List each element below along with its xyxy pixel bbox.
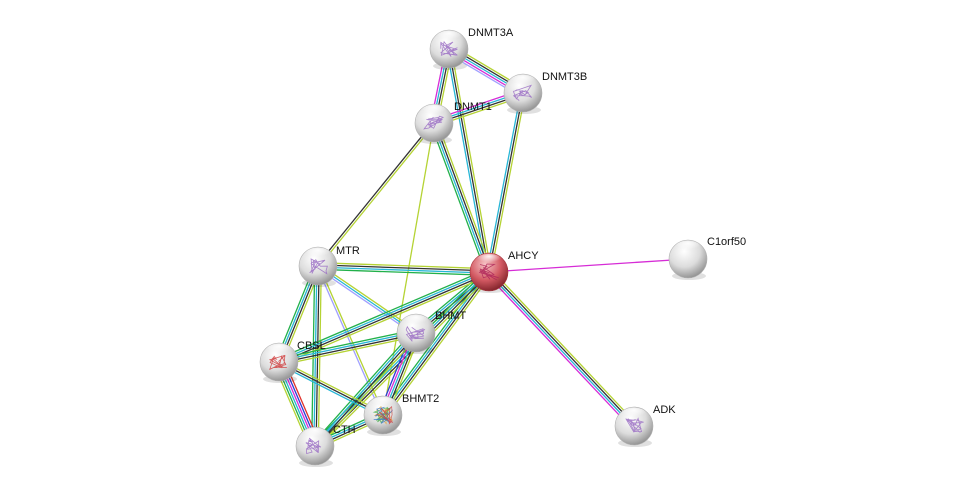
edge-mtr-bhmt[interactable]	[316, 263, 418, 336]
node-label: BHMT	[435, 310, 466, 322]
evidence-line	[488, 258, 689, 273]
node-dnmt3a[interactable]: DNMT3A	[429, 27, 514, 70]
node-highlight	[436, 31, 462, 43]
evidence-line	[486, 273, 633, 429]
node-adk[interactable]: ADK	[614, 404, 676, 447]
node-label: AHCY	[508, 250, 539, 262]
node-dnmt1[interactable]: DNMT1	[414, 101, 492, 144]
node-ahcy[interactable]: AHCY	[469, 250, 539, 293]
evidence-line	[490, 269, 637, 425]
edge-ahcy-adk[interactable]	[486, 269, 637, 429]
evidence-line	[315, 266, 320, 447]
protein-structure-icon	[512, 84, 533, 101]
protein-structure-icon	[309, 258, 328, 275]
node-label: DNMT3B	[542, 71, 587, 83]
protein-structure-icon	[305, 437, 322, 455]
evidence-line	[279, 333, 417, 364]
node-label: DNMT3A	[468, 27, 514, 39]
evidence-line	[488, 92, 524, 273]
evidence-line	[279, 272, 490, 364]
evidence-line	[279, 335, 417, 366]
node-dnmt3b[interactable]: DNMT3B	[503, 71, 587, 114]
evidence-line	[385, 273, 493, 418]
edge-bhmt-cbsl[interactable]	[278, 329, 417, 366]
evidence-line	[446, 49, 488, 273]
evidence-line	[317, 266, 322, 447]
evidence-line	[318, 263, 418, 332]
edge-dnmt1-mtr[interactable]	[316, 121, 436, 268]
protein-structure-icon	[478, 263, 499, 281]
evidence-line	[434, 122, 491, 272]
edges-layer	[273, 44, 689, 450]
protein-structure-icon	[625, 417, 644, 433]
edge-ahcy-c1orf50[interactable]	[488, 258, 689, 273]
evidence-line	[316, 121, 434, 266]
node-c1orf50[interactable]: C1orf50	[668, 236, 746, 280]
evidence-line	[278, 331, 416, 362]
evidence-line	[486, 92, 522, 272]
node-label: DNMT1	[454, 101, 492, 113]
node-highlight	[510, 75, 536, 87]
node-highlight	[403, 315, 429, 327]
evidence-line	[317, 268, 489, 276]
edge-bhmt-cth[interactable]	[312, 330, 419, 449]
node-highlight	[476, 254, 502, 266]
node-highlight	[421, 105, 447, 117]
node-label: ADK	[653, 404, 676, 416]
protein-structure-icon	[405, 325, 426, 342]
node-highlight	[370, 397, 396, 409]
evidence-line	[450, 48, 492, 272]
edge-dnmt1-ahcy[interactable]	[430, 121, 493, 274]
evidence-line	[489, 270, 636, 426]
evidence-line	[278, 270, 489, 362]
evidence-line	[383, 272, 491, 417]
protein-structure-icon	[423, 115, 445, 130]
edge-cbsl-bhmt2[interactable]	[277, 359, 385, 418]
node-label: C1orf50	[707, 236, 746, 248]
evidence-line	[280, 274, 491, 366]
node-label: CBSL	[297, 340, 326, 352]
evidence-line	[318, 123, 436, 268]
evidence-line	[432, 123, 489, 273]
evidence-line	[312, 330, 415, 445]
evidence-line	[315, 333, 418, 448]
node-highlight	[302, 428, 328, 440]
node-cbsl[interactable]: CBSL	[259, 340, 326, 383]
node-cth[interactable]: CTH	[295, 424, 356, 467]
evidence-line	[318, 264, 490, 272]
evidence-line	[278, 361, 384, 416]
evidence-line	[277, 363, 383, 418]
node-label: MTR	[336, 245, 360, 257]
node-label: BHMT2	[402, 393, 439, 405]
node-highlight	[675, 241, 701, 253]
protein-structure-icon	[268, 354, 287, 371]
node-bhmt2[interactable]: BHMT2	[363, 393, 439, 436]
node-bhmt[interactable]: BHMT	[396, 310, 466, 354]
node-highlight	[305, 248, 331, 260]
evidence-line	[316, 334, 419, 449]
node-label: CTH	[333, 424, 356, 436]
edge-mtr-ahcy[interactable]	[317, 262, 490, 276]
evidence-line	[313, 331, 416, 446]
evidence-line	[318, 262, 490, 270]
evidence-line	[430, 123, 487, 274]
evidence-line	[316, 267, 416, 336]
node-mtr[interactable]: MTR	[298, 245, 360, 287]
evidence-line	[317, 265, 417, 334]
evidence-line	[277, 268, 488, 360]
evidence-line	[317, 266, 489, 274]
evidence-line	[278, 329, 416, 360]
edge-dnmt3a-ahcy[interactable]	[446, 48, 492, 273]
evidence-line	[487, 272, 634, 428]
node-highlight	[621, 408, 647, 420]
evidence-line	[490, 93, 526, 273]
evidence-line	[448, 48, 490, 273]
edge-dnmt3b-ahcy[interactable]	[486, 92, 526, 273]
evidence-line	[279, 359, 385, 414]
edge-ahcy-cbsl[interactable]	[277, 268, 491, 366]
node-highlight	[266, 344, 292, 356]
evidence-line	[436, 121, 493, 272]
